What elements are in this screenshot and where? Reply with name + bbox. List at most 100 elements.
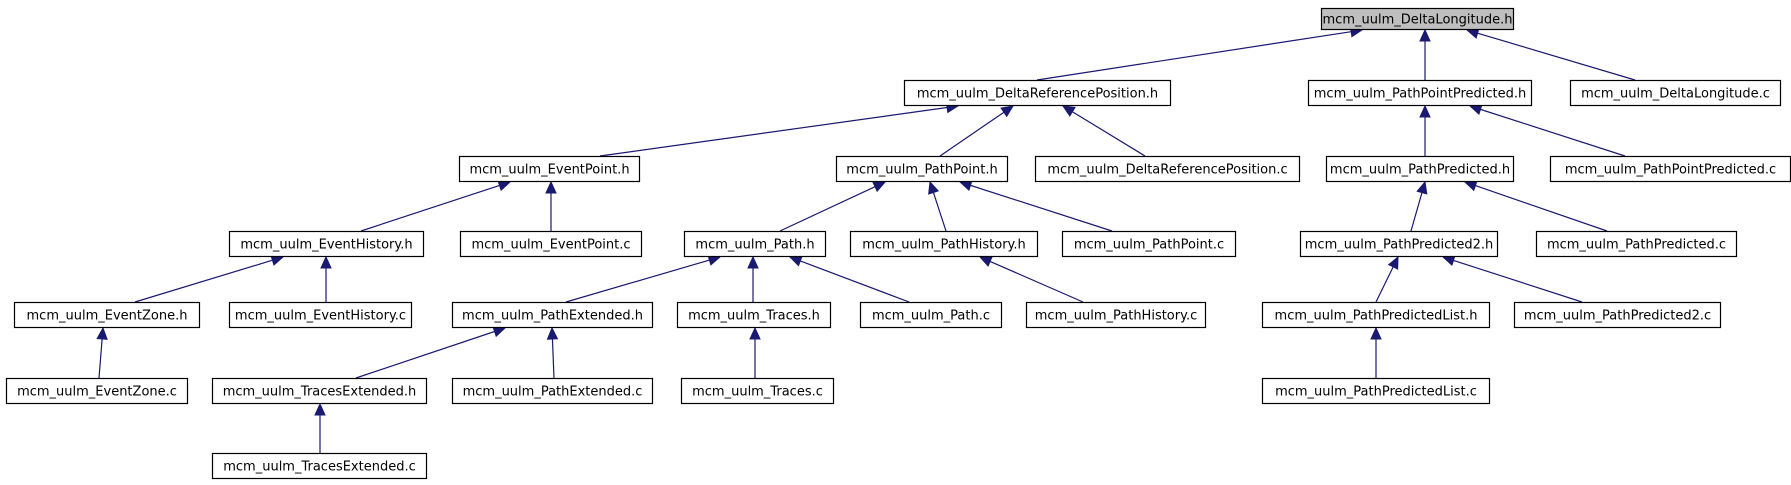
file-label: mcm_uulm_EventHistory.c bbox=[235, 309, 406, 324]
file-label: mcm_uulm_EventZone.c bbox=[17, 385, 177, 400]
dependency-edge-n9-n4 bbox=[360, 180, 512, 232]
file-node[interactable]: mcm_uulm_PathExtended.c bbox=[451, 377, 654, 405]
file-box bbox=[1325, 155, 1515, 183]
arrowhead-icon bbox=[788, 255, 803, 267]
file-box bbox=[451, 377, 654, 405]
file-box bbox=[211, 377, 428, 405]
arrowhead-icon bbox=[978, 256, 993, 267]
edge-line bbox=[551, 338, 555, 379]
arrowhead-icon bbox=[872, 181, 887, 193]
file-label: mcm_uulm_DeltaReferencePosition.c bbox=[1047, 163, 1287, 178]
file-node[interactable]: mcm_uulm_DeltaReferencePosition.h bbox=[903, 79, 1172, 107]
arrowhead-icon bbox=[1419, 104, 1431, 118]
file-box bbox=[459, 230, 643, 258]
file-box bbox=[680, 377, 835, 405]
dependency-edge-n20-n11 bbox=[788, 255, 910, 303]
arrowhead-icon bbox=[1061, 105, 1076, 117]
file-node[interactable]: mcm_uulm_PathPointPredicted.h bbox=[1307, 79, 1533, 107]
file-box bbox=[1261, 377, 1491, 405]
file-node[interactable]: mcm_uulm_EventPoint.h bbox=[458, 155, 641, 183]
dependency-edge-n8-n2 bbox=[1468, 104, 1626, 157]
edge-line bbox=[939, 111, 1005, 157]
edge-line bbox=[970, 184, 1113, 232]
file-label: mcm_uulm_PathPredicted2.h bbox=[1305, 238, 1493, 253]
file-node[interactable]: mcm_uulm_Path.h bbox=[683, 230, 827, 258]
file-label: mcm_uulm_EventPoint.h bbox=[469, 163, 629, 178]
file-node[interactable]: mcm_uulm_PathHistory.c bbox=[1025, 301, 1207, 329]
file-node[interactable]: mcm_uulm_EventHistory.h bbox=[228, 230, 425, 258]
file-box bbox=[676, 301, 832, 329]
dependency-edge-n24-n16 bbox=[96, 326, 108, 379]
file-node[interactable]: mcm_uulm_PathPoint.c bbox=[1061, 230, 1237, 258]
arrowhead-icon bbox=[1416, 180, 1428, 195]
file-box bbox=[1261, 301, 1491, 329]
file-node[interactable]: mcm_uulm_PathPointPredicted.c bbox=[1549, 155, 1791, 183]
dependency-edge-n15-n7 bbox=[1463, 180, 1608, 232]
file-node[interactable]: mcm_uulm_Path.c bbox=[859, 301, 1003, 329]
arrowhead-icon bbox=[545, 180, 557, 194]
file-box bbox=[211, 452, 428, 480]
file-node[interactable]: mcm_uulm_EventPoint.c bbox=[459, 230, 643, 258]
file-box bbox=[228, 230, 425, 258]
dependency-edge-n26-n18 bbox=[546, 326, 559, 379]
file-node[interactable]: mcm_uulm_PathPredictedList.c bbox=[1261, 377, 1491, 405]
file-node[interactable]: mcm_uulm_PathPredicted.c bbox=[1535, 230, 1738, 258]
file-node[interactable]: mcm_uulm_TracesExtended.c bbox=[211, 452, 428, 480]
file-box bbox=[1061, 230, 1237, 258]
arrowhead-icon bbox=[497, 180, 512, 192]
dependency-edge-n10-n4 bbox=[545, 180, 557, 231]
arrowhead-icon bbox=[492, 326, 507, 338]
file-node: mcm_uulm_DeltaLongitude.h bbox=[1320, 7, 1515, 31]
file-label: mcm_uulm_Traces.c bbox=[692, 385, 823, 400]
file-box bbox=[13, 301, 201, 329]
dependency-edge-n2-n0 bbox=[1419, 28, 1431, 80]
file-node[interactable]: mcm_uulm_PathPredicted2.c bbox=[1513, 301, 1722, 329]
arrowhead-icon bbox=[747, 255, 759, 269]
file-label: mcm_uulm_PathPointPredicted.c bbox=[1565, 163, 1776, 178]
arrowhead-icon bbox=[96, 326, 108, 340]
file-label: mcm_uulm_Traces.h bbox=[688, 309, 820, 324]
dependency-edge-n27-n19 bbox=[749, 326, 761, 378]
file-node[interactable]: mcm_uulm_EventZone.h bbox=[13, 301, 201, 329]
file-node[interactable]: mcm_uulm_EventZone.c bbox=[5, 377, 189, 405]
file-label: mcm_uulm_PathPointPredicted.h bbox=[1314, 87, 1526, 102]
file-node[interactable]: mcm_uulm_DeltaLongitude.c bbox=[1569, 79, 1782, 107]
dependency-edge-n22-n14 bbox=[1375, 255, 1399, 303]
file-node[interactable]: mcm_uulm_PathPredicted.h bbox=[1325, 155, 1515, 183]
arrowhead-icon bbox=[1463, 180, 1478, 192]
arrowhead-icon bbox=[320, 255, 332, 269]
root-file-box bbox=[1320, 7, 1515, 31]
file-label: mcm_uulm_PathHistory.c bbox=[1035, 309, 1197, 324]
file-node[interactable]: mcm_uulm_EventHistory.c bbox=[228, 301, 413, 329]
file-label: mcm_uulm_PathHistory.h bbox=[862, 238, 1026, 253]
edge-line bbox=[1072, 111, 1146, 157]
file-box bbox=[859, 301, 1003, 329]
file-node[interactable]: mcm_uulm_TracesExtended.h bbox=[211, 377, 428, 405]
file-label: mcm_uulm_EventHistory.h bbox=[240, 238, 412, 253]
file-box bbox=[1034, 155, 1301, 183]
file-node[interactable]: mcm_uulm_Traces.c bbox=[680, 377, 835, 405]
file-node[interactable]: mcm_uulm_PathPredictedList.h bbox=[1261, 301, 1491, 329]
file-node[interactable]: mcm_uulm_DeltaReferencePosition.c bbox=[1034, 155, 1301, 183]
arrowhead-icon bbox=[749, 326, 761, 340]
edge-line bbox=[779, 186, 876, 232]
edge-line bbox=[989, 260, 1084, 303]
file-box bbox=[5, 377, 189, 405]
file-box bbox=[1513, 301, 1722, 329]
file-node[interactable]: mcm_uulm_PathPoint.h bbox=[835, 155, 1009, 183]
file-label: mcm_uulm_PathPredictedList.c bbox=[1275, 385, 1477, 400]
dependency-edge-n6-n1 bbox=[1061, 105, 1146, 157]
file-node[interactable]: mcm_uulm_PathPredicted2.h bbox=[1299, 230, 1499, 258]
dependency-edge-n16-n9 bbox=[134, 254, 285, 303]
file-node[interactable]: mcm_uulm_PathHistory.h bbox=[849, 230, 1039, 258]
edge-line bbox=[1375, 266, 1394, 303]
edge-line bbox=[1475, 185, 1608, 232]
dependency-edge-n17-n9 bbox=[320, 255, 332, 302]
edge-line bbox=[932, 192, 947, 232]
edge-line bbox=[1036, 31, 1352, 81]
file-node[interactable]: mcm_uulm_Traces.h bbox=[676, 301, 832, 329]
dependency-edge-n28-n22 bbox=[1370, 326, 1382, 378]
arrowhead-icon bbox=[1387, 255, 1399, 270]
arrowhead-icon bbox=[546, 326, 559, 340]
file-node[interactable]: mcm_uulm_PathExtended.h bbox=[451, 301, 654, 329]
